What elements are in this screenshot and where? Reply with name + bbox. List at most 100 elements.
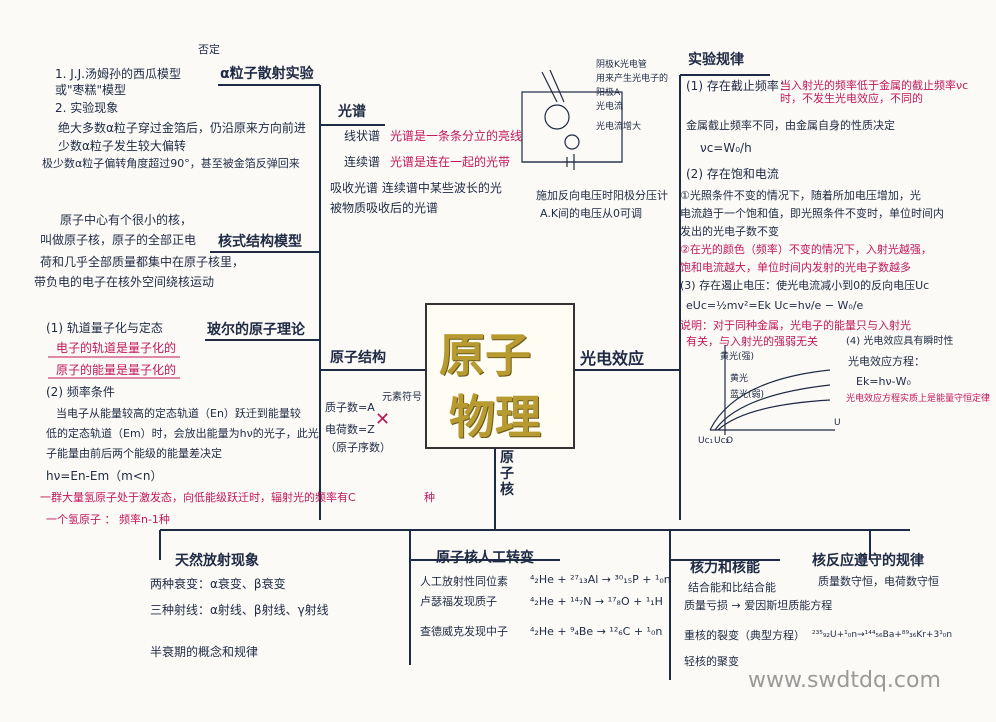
circuit-note: A.K间的电压从0可调 xyxy=(540,207,643,220)
alpha-line: 极少数α粒子偏转角度超过90°，甚至被金箔反弹回来 xyxy=(42,157,300,170)
transmutation-line: 人工放射性同位素 xyxy=(420,575,508,588)
spectrum-line: 吸收光谱 连续谱中某些波长的光 xyxy=(330,181,502,195)
node-binding: 核力和核能 xyxy=(690,560,760,576)
binding-line: 轻核的聚变 xyxy=(684,655,739,668)
experiment-line: 饱和电流越大，单位时间内发射的光电子数越多 xyxy=(680,261,911,274)
graph-label: U xyxy=(834,418,841,428)
node-decay: 天然放射现象 xyxy=(175,553,259,569)
binding-line: 质量亏损 → 爱因斯坦质能方程 xyxy=(684,599,833,612)
atomic-side-line: 元素符号 xyxy=(382,392,422,403)
circuit-note: 光电流增大 xyxy=(596,122,642,132)
alpha-line: 或"枣糕"模型 xyxy=(55,83,127,97)
experiment-formula: eUc=½mv²=Ek Uc=hν/e − W₀/e xyxy=(686,299,864,312)
bohr-line: 电子的轨道是量子化的 xyxy=(56,341,177,355)
alpha-line: 2. 实验现象 xyxy=(55,101,119,115)
spectrum-line: 光谱是连在一起的光带 xyxy=(390,155,511,169)
node-experiment-rules: 实验规律 xyxy=(688,52,744,68)
transmutation-formula: ⁴₂He + ⁹₄Be → ¹²₆C + ¹₀n xyxy=(530,625,663,638)
watermark-text: www.swdtdq.com xyxy=(748,668,941,693)
center-title-line1: 原子 xyxy=(439,328,531,382)
decay-line: 半衰期的概念和规律 xyxy=(150,645,259,659)
node-reaction: 核反应遵守的规律 xyxy=(812,553,924,569)
phototube-circuit-diagram xyxy=(521,69,623,170)
binding-line: 重核的裂变（典型方程） xyxy=(684,629,805,642)
circuit-note: 阴极K光电管 xyxy=(596,60,647,70)
nuclear-line: 带负电的电子在核外空间绕核运动 xyxy=(34,275,215,289)
spectrum-line: 被物质吸收后的光谱 xyxy=(330,201,439,215)
bohr-line: 一个氢原子 ： 频率n-1种 xyxy=(46,513,170,526)
node-spectrum: 光谱 xyxy=(338,104,366,120)
reaction-line: 质量数守恒，电荷数守恒 xyxy=(818,575,939,588)
atomic-side-line: 电荷数=Z xyxy=(325,423,375,436)
node-atomic-structure: 原子结构 xyxy=(330,350,386,366)
node-alpha: α粒子散射实验 xyxy=(220,66,314,82)
experiment-line: 有关，与入射光的强弱无关 xyxy=(686,335,818,348)
transmutation-formula: ⁴₂He + ¹⁴₇N → ¹⁷₈O + ¹₁H xyxy=(530,595,663,608)
spectrum-line: 连续谱 xyxy=(344,155,381,169)
spectrum-line: 光谱是一条条分立的亮线 xyxy=(390,129,523,143)
experiment-formula: νc=W₀/h xyxy=(700,141,752,155)
node-nucleus: 原子核 xyxy=(500,450,514,499)
iu-curve-graph xyxy=(709,345,835,435)
experiment-line: (4) 光电效应具有瞬时性 xyxy=(846,336,954,347)
center-title-line2: 物理 xyxy=(449,390,541,444)
binding-formula: ²³⁵₉₂U+¹₀n→¹⁴⁴₅₆Ba+⁸⁹₃₆Kr+3¹₀n xyxy=(812,630,953,640)
experiment-line: 金属截止频率不同，由金属自身的性质决定 xyxy=(686,119,895,132)
experiment-line: (3) 存在遏止电压：使光电流减小到0的反向电压Uc xyxy=(680,279,930,292)
binding-line: 结合能和比结合能 xyxy=(688,581,776,594)
experiment-line: 电流趋于一个饱和值，即光照条件不变时，单位时间内 xyxy=(680,207,944,220)
spectrum-line: 线状谱 xyxy=(344,129,381,143)
experiment-line: 说明：对于同种金属，光电子的能量只与入射光 xyxy=(680,319,911,332)
atomic-side-line: 质子数=A xyxy=(325,401,375,414)
node-transmutation: 原子核人工转变 xyxy=(436,550,534,566)
node-bohr: 玻尔的原子理论 xyxy=(207,322,305,338)
experiment-line: 光电效应方程： xyxy=(848,355,925,368)
graph-label: 黄光(强) xyxy=(720,352,755,362)
experiment-line: 发出的光电子数不变 xyxy=(680,225,779,238)
nuclear-line: 叫做原子核，原子的全部正电 xyxy=(40,233,197,247)
bohr-line: 当电子从能量较高的定态轨道（En）跃迁到能量较 xyxy=(56,407,301,420)
graph-label: 蓝光(弱) xyxy=(730,390,765,400)
bohr-line: 原子的能量是量子化的 xyxy=(56,363,177,377)
alpha-line: 少数α粒子发生较大偏转 xyxy=(58,139,186,153)
circuit-note: 施加反向电压时阳极分压计 xyxy=(536,189,668,202)
transmutation-line: 查德威克发现中子 xyxy=(420,625,508,638)
center-title-box: 原子 物理 xyxy=(425,303,575,449)
experiment-line: ②在光的颜色（频率）不变的情况下，入射光越强， xyxy=(680,243,932,256)
experiment-line: (2) 存在饱和电流 xyxy=(686,167,779,181)
alpha-top-note: 否定 xyxy=(198,43,220,56)
transmutation-formula: ⁴₂He + ²⁷₁₃Al → ³⁰₁₅P + ¹₀n xyxy=(530,573,671,586)
bohr-formula: hν=En-Em（m<n） xyxy=(46,469,163,483)
graph-label: Uc₂ xyxy=(714,436,730,446)
bohr-line: (1) 轨道量子化与定态 xyxy=(46,321,163,335)
decay-line: 三种射线：α射线、β射线、γ射线 xyxy=(150,603,329,617)
transmutation-line: 卢瑟福发现质子 xyxy=(420,595,497,608)
graph-label: 黄光 xyxy=(730,374,749,384)
atomic-side-line: （原子序数） xyxy=(325,441,391,454)
bohr-line: 一群大量氢原子处于激发态，向低能级跃迁时，辐射光的频率有C xyxy=(40,491,356,504)
bohr-line: 子能量由前后两个能级的能量差决定 xyxy=(46,447,222,460)
circuit-note: 光电流 xyxy=(596,102,624,112)
alpha-line: 1. J.J.汤姆孙的西瓜模型 xyxy=(55,67,181,81)
circuit-note: 阳极A xyxy=(596,88,621,98)
experiment-line: 光电效应方程实质上是能量守恒定律 xyxy=(846,394,991,404)
bohr-line: (2) 频率条件 xyxy=(46,385,115,399)
experiment-line: (1) 存在截止频率： xyxy=(686,79,791,93)
experiment-line: ①光照条件不变的情况下，随着所加电压增加，光 xyxy=(680,189,921,202)
node-nuclear-model: 核式结构模型 xyxy=(218,234,302,250)
experiment-line: 当入射光的频率低于金属的截止频率νc时，不发生光电效应，不同的 xyxy=(780,79,969,105)
cross-mark-icon: ✕ xyxy=(375,409,391,430)
node-photoelectric: 光电效应 xyxy=(580,349,645,368)
graph-label: Uc₁ xyxy=(698,436,714,446)
bohr-line: 低的定态轨道（Em）时，会放出能量为hν的光子，此光 xyxy=(46,427,319,440)
graph-label: O xyxy=(726,436,734,446)
nuclear-line: 荷和几乎全部质量都集中在原子核里， xyxy=(40,255,245,269)
decay-line: 两种衰变：α衰变、β衰变 xyxy=(150,577,286,591)
alpha-line: 绝大多数α粒子穿过金箔后，仍沿原来方向前进 xyxy=(58,121,306,135)
nuclear-line: 原子中心有个很小的核， xyxy=(60,213,193,227)
bohr-line: 种 xyxy=(424,491,435,504)
experiment-formula: Ek=hν-W₀ xyxy=(856,375,911,388)
circuit-note: 用来产生光电子的 xyxy=(596,74,669,84)
